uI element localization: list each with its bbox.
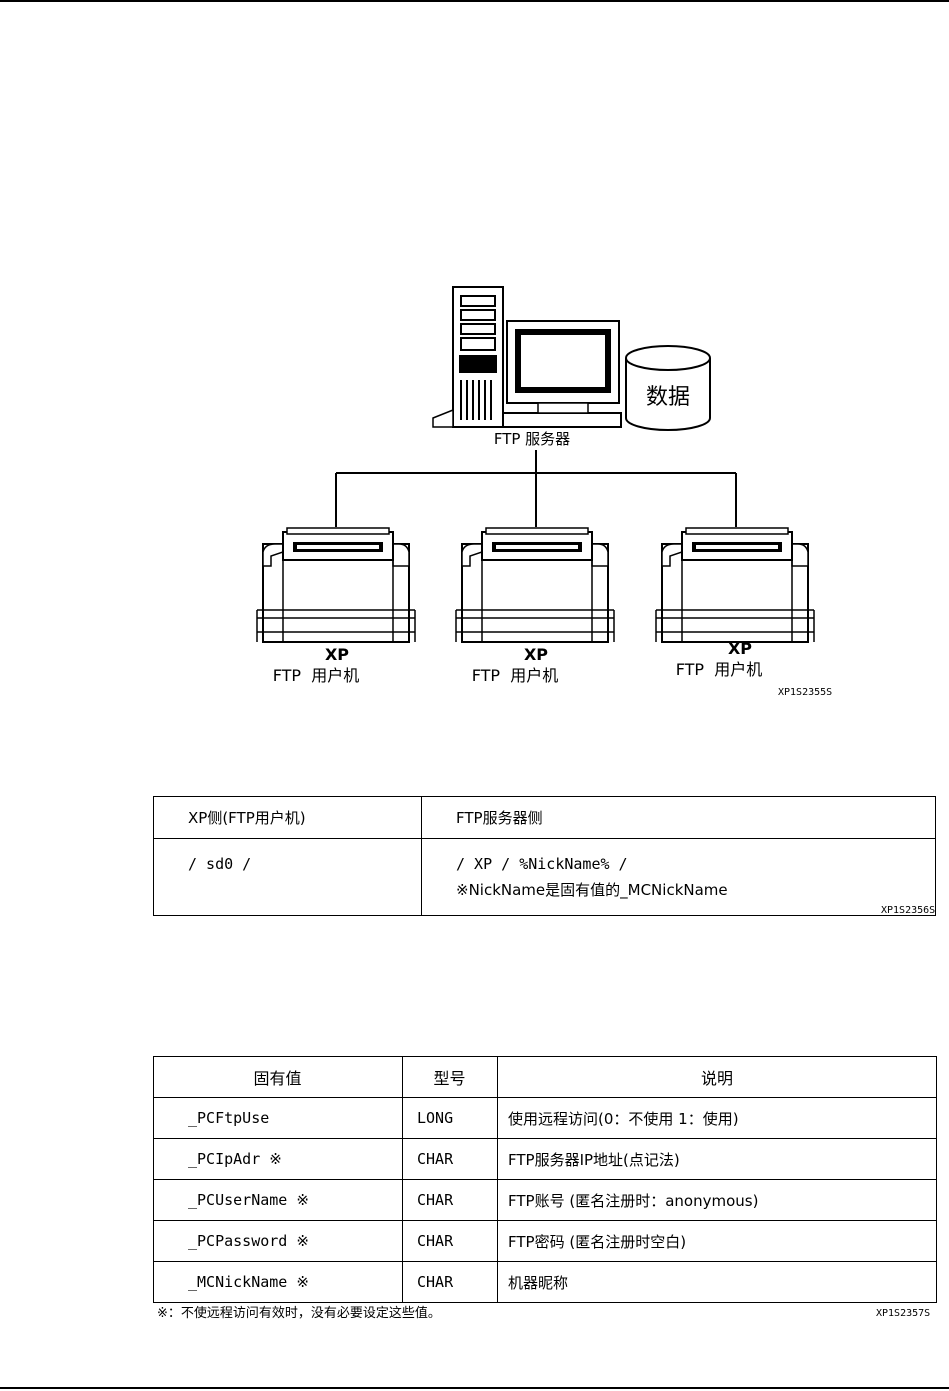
server-label: FTP 服务器	[494, 430, 570, 448]
value-name: _MCNickName ※	[154, 1262, 403, 1303]
value-name: _PCIpAdr ※	[154, 1139, 403, 1180]
path-mapping-table: XP侧(FTP用户机) FTP服务器侧 / sd0 / / XP / %Nick…	[153, 796, 936, 916]
keyboard-icon	[433, 410, 453, 427]
ftp-network-diagram: 数据 FTP 服务器 XP FTP 用户机 XP FTP 用户机 XP FTP …	[0, 0, 949, 720]
value-name: _PCUserName ※	[154, 1180, 403, 1221]
value-description: 机器昵称	[498, 1262, 937, 1303]
network-connections	[336, 450, 736, 527]
footnote: ※：不使远程访问有效时，没有必要设定这些值。	[157, 1302, 441, 1321]
value-table-ref: XP1S2357S	[876, 1308, 930, 1319]
client-1-model: XP	[325, 645, 349, 664]
diagram-ref: XP1S2355S	[778, 687, 832, 698]
client-3-label: FTP 用户机	[676, 660, 763, 679]
value-type: CHAR	[403, 1262, 498, 1303]
header-fixed-value: 固有值	[154, 1057, 403, 1098]
value-name: _PCPassword ※	[154, 1221, 403, 1262]
value-type: CHAR	[403, 1139, 498, 1180]
value-description: FTP账号 (匿名注册时：anonymous)	[498, 1180, 937, 1221]
table-header-row: 固有值 型号 说明	[154, 1057, 937, 1098]
header-client-side: XP侧(FTP用户机)	[154, 797, 422, 839]
table-row: _PCUserName ※ CHAR FTP账号 (匿名注册时：anonymou…	[154, 1180, 937, 1221]
header-server-side: FTP服务器侧	[422, 797, 936, 839]
client-3-model: XP	[728, 639, 752, 658]
table-row: / sd0 / / XP / %NickName% / ※NickName是固有…	[154, 839, 936, 916]
value-description: FTP服务器IP地址(点记法)	[498, 1139, 937, 1180]
printer-icon	[257, 528, 415, 642]
client-2-label: FTP 用户机	[472, 666, 559, 685]
value-type: CHAR	[403, 1221, 498, 1262]
database-label: 数据	[646, 385, 690, 410]
client-1-label: FTP 用户机	[273, 666, 360, 685]
client-2-model: XP	[524, 645, 548, 664]
table-header-row: XP侧(FTP用户机) FTP服务器侧	[154, 797, 936, 839]
server-path: / XP / %NickName% /	[456, 851, 934, 877]
table-row: _PCPassword ※ CHAR FTP密码 (匿名注册时空白)	[154, 1221, 937, 1262]
fixed-value-table: 固有值 型号 说明 _PCFtpUse LONG 使用远程访问(0：不使用 1：…	[153, 1056, 937, 1303]
server-tower-icon	[453, 287, 503, 427]
value-description: FTP密码 (匿名注册时空白)	[498, 1221, 937, 1262]
header-type: 型号	[403, 1057, 498, 1098]
printer-icon	[656, 528, 814, 642]
value-type: CHAR	[403, 1180, 498, 1221]
value-type: LONG	[403, 1098, 498, 1139]
server-path-cell: / XP / %NickName% / ※NickName是固有值的_MCNic…	[422, 839, 936, 916]
header-description: 说明	[498, 1057, 937, 1098]
bottom-rule	[0, 1387, 949, 1389]
monitor-icon	[507, 321, 619, 413]
server-path-note: ※NickName是固有值的_MCNickName	[456, 877, 934, 903]
path-table-ref: XP1S2356S	[881, 905, 935, 916]
table-row: _PCFtpUse LONG 使用远程访问(0：不使用 1：使用)	[154, 1098, 937, 1139]
table-row: _PCIpAdr ※ CHAR FTP服务器IP地址(点记法)	[154, 1139, 937, 1180]
value-description: 使用远程访问(0：不使用 1：使用)	[498, 1098, 937, 1139]
value-name: _PCFtpUse	[154, 1098, 403, 1139]
printer-icon	[456, 528, 614, 642]
table-row: _MCNickName ※ CHAR 机器昵称	[154, 1262, 937, 1303]
client-path: / sd0 /	[154, 839, 422, 916]
